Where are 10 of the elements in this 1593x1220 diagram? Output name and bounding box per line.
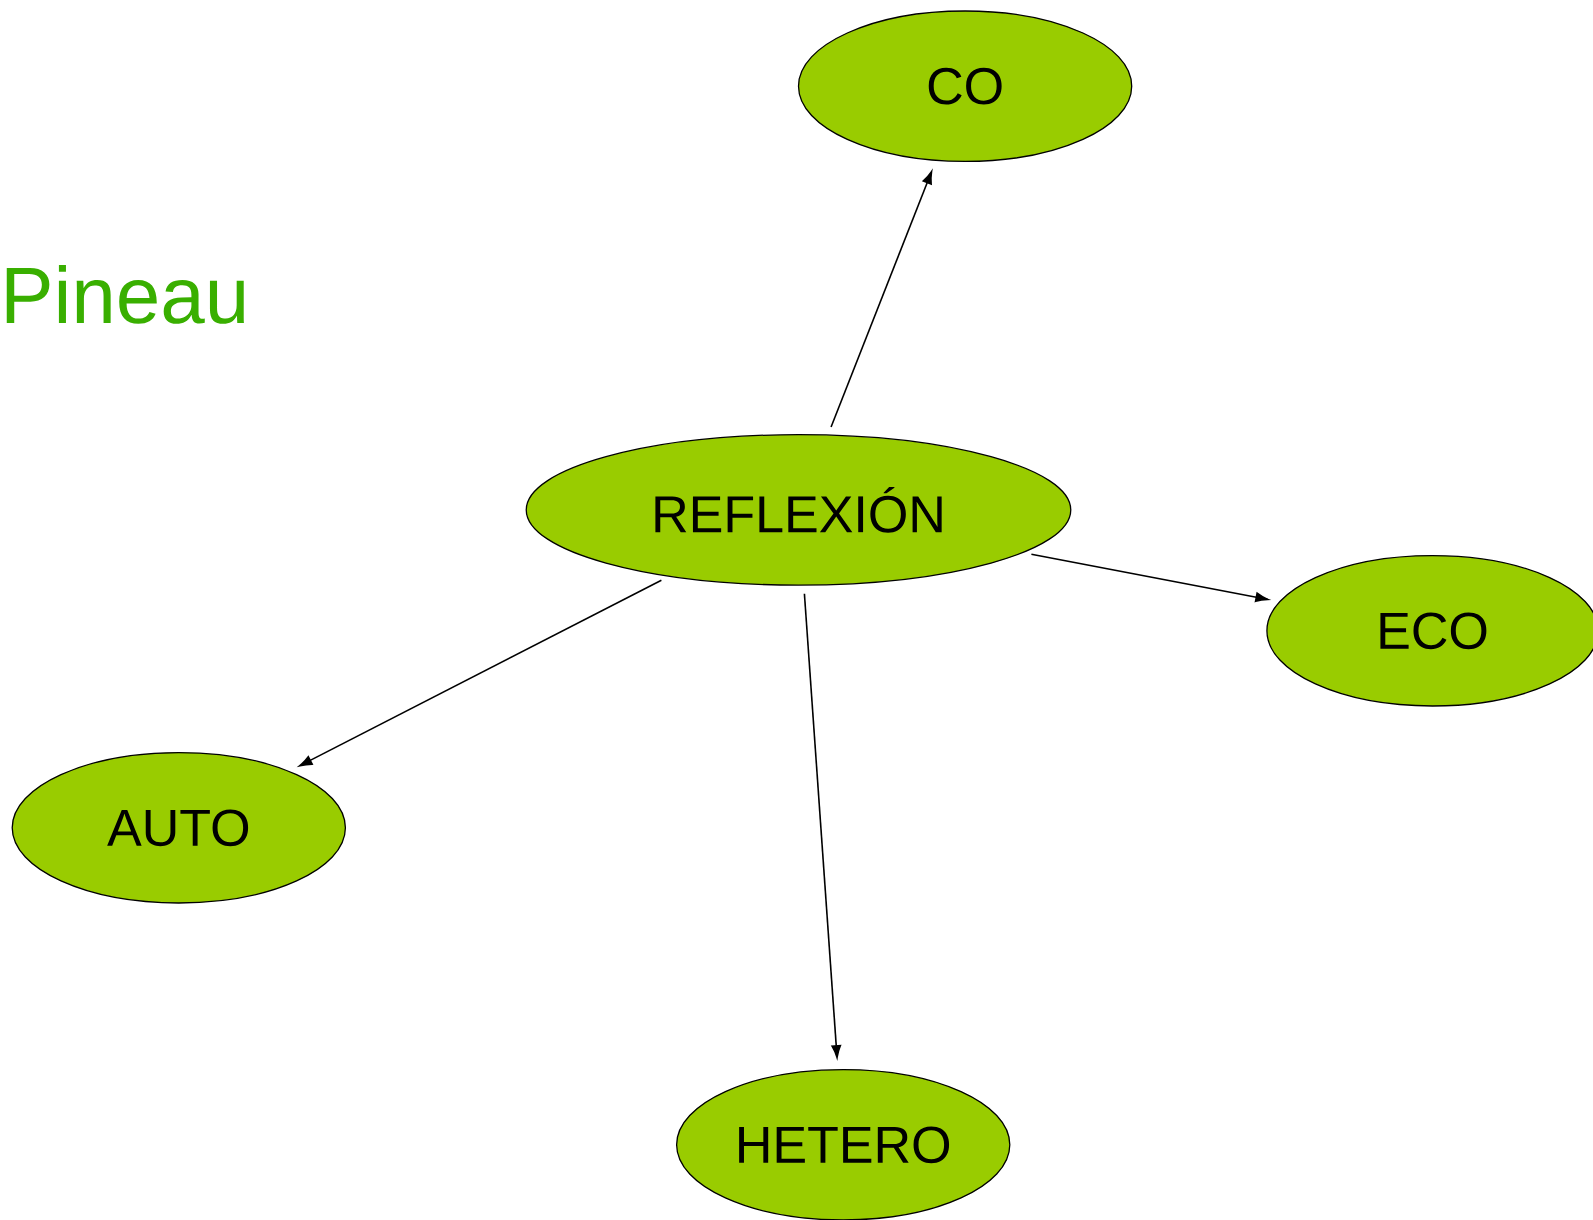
ellipse-node: AUTO [11, 751, 347, 904]
ellipse-node: REFLEXIÓN [525, 434, 1072, 586]
arrow [1030, 553, 1269, 603]
title: Pineau [6, 265, 244, 324]
arrow [299, 579, 663, 767]
ellipse-node: ECO [1266, 554, 1593, 707]
ellipse-node: CO [797, 10, 1133, 163]
arrow [830, 170, 933, 428]
ellipse-node: HETERO [675, 1068, 1011, 1220]
arrow [803, 592, 842, 1059]
